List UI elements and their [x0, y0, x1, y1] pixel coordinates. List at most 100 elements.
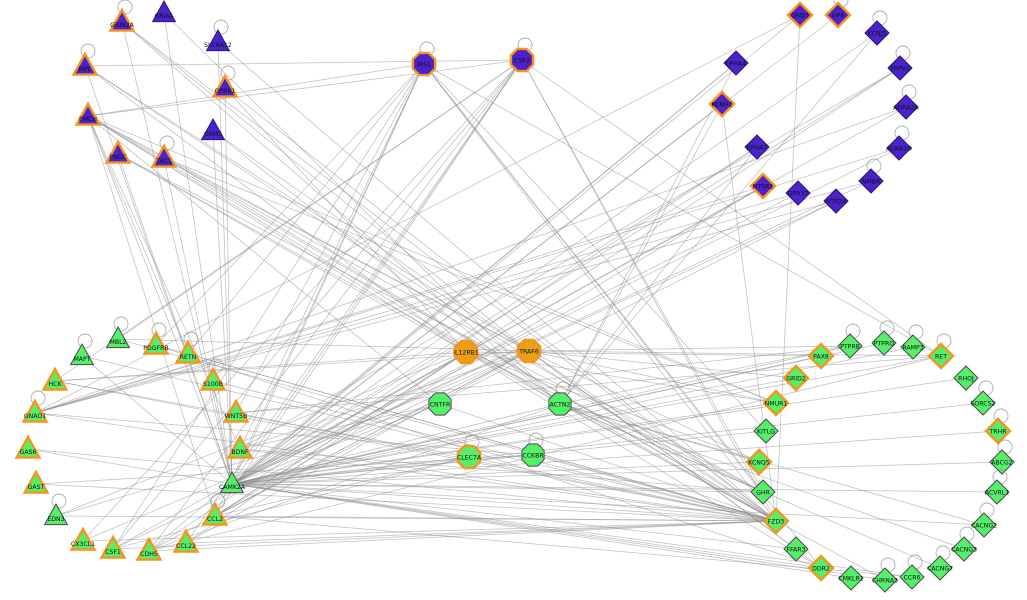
node-DRD3[interactable]: DRD3 — [786, 1, 814, 29]
node-shape-octagon — [548, 392, 572, 416]
node-CACNG2[interactable]: CACNG2 — [971, 502, 997, 538]
node-shape-diamond — [823, 188, 849, 214]
node-CNTFR[interactable]: CNTFR — [428, 392, 452, 416]
node-shape-diamond — [744, 134, 770, 160]
node-RET[interactable]: RET — [927, 333, 955, 370]
node-shape-triangle — [142, 330, 170, 355]
node-CCL22[interactable]: CCL22 — [172, 528, 200, 553]
node-GPR37[interactable]: GPR37 — [785, 180, 811, 206]
node-shape-triangle — [135, 536, 163, 561]
node-IL12RB1[interactable]: IL12RB1 — [453, 339, 479, 365]
node-shape-triangle — [74, 101, 102, 126]
self-loop-icon — [51, 493, 67, 509]
edge-TRAF6-BDNF — [239, 350, 530, 450]
edge-NMBR-GNAO1 — [34, 180, 872, 414]
edge-CDH5-RET — [148, 355, 942, 552]
node-NMBR[interactable]: NMBR — [858, 158, 884, 194]
edge-IL12RB1-DDR2 — [465, 351, 822, 569]
edge-CAMK2A-FZD3 — [231, 483, 777, 522]
node-CCR6[interactable]: CCR6 — [899, 554, 925, 590]
edge-CSF2-FZD3 — [521, 59, 777, 522]
node-CLEC7A[interactable]: CLEC7A — [456, 434, 482, 470]
node-shape-triangle — [104, 139, 132, 164]
node-DDR2[interactable]: DDR2 — [807, 554, 835, 582]
node-HCK[interactable]: HCK — [41, 366, 69, 391]
node-PAX8[interactable]: PAX8 — [807, 342, 835, 370]
node-EPHA4[interactable]: EPHA4 — [723, 50, 749, 76]
node-SLC6A12[interactable]: SLC6A12 — [204, 19, 232, 52]
node-ADRA1D[interactable]: ADRA1D — [886, 125, 912, 161]
node-shape-triangle — [108, 7, 136, 32]
edge-CAMK2A-GHR — [231, 483, 764, 493]
node-MPL[interactable]: MPL — [71, 43, 99, 76]
edge-EPHA7-ACTN2 — [559, 146, 758, 405]
edge-FZD3-CCL2 — [214, 515, 777, 522]
node-HTR2A[interactable]: HTR2A — [823, 188, 849, 214]
edge-PNOC-IL12RB1 — [117, 153, 467, 353]
edge-CLEC7A-CCL2 — [214, 456, 470, 517]
edge-CAMK2A-GRID2 — [231, 377, 797, 485]
edge-ACTN2-GHR — [559, 403, 764, 493]
node-RHOJ[interactable]: RHOJ — [953, 365, 979, 391]
node-CACNG3[interactable]: CACNG3 — [951, 526, 977, 562]
node-shape-triangle — [43, 502, 69, 526]
node-KCNJ5[interactable]: KCNJ5 — [864, 10, 890, 46]
node-KCNH2[interactable]: KCNH2 — [708, 90, 736, 118]
edge-CSF2-CX3CL1 — [82, 59, 523, 542]
node-FFAR3[interactable]: FFAR3 — [783, 536, 809, 562]
node-shape-diamond — [864, 20, 890, 46]
node-PTPRB[interactable]: PTPRB — [837, 323, 863, 359]
node-TRHR[interactable]: TRHR — [984, 408, 1012, 445]
node-GRID2[interactable]: GRID2 — [782, 364, 810, 392]
node-KITLG[interactable]: KITLG — [753, 418, 779, 444]
node-shape-diamond — [951, 536, 977, 562]
node-shape-octagon — [453, 339, 479, 365]
edge-IRS1-KITLG — [423, 63, 767, 432]
edge-CAMK2A-RET — [231, 355, 942, 485]
node-PDGFRB[interactable]: PDGFRB — [142, 322, 170, 355]
node-TRPV1[interactable]: TRPV1 — [887, 45, 913, 81]
node-ACVRL1[interactable]: ACVRL1 — [984, 469, 1010, 505]
edge-PMCH-CAMK2A — [87, 115, 233, 485]
edge-CSF2-RET — [521, 59, 942, 357]
node-TRAF6[interactable]: TRAF6 — [516, 338, 542, 364]
edge-ACTN2-CDH5 — [148, 403, 561, 552]
node-GNAO1[interactable]: GNAO1 — [21, 390, 49, 423]
edge-CSF2-CSF1 — [112, 59, 523, 550]
edge-FZD3-HCK — [54, 380, 777, 522]
node-ABCG2[interactable]: ABCG2 — [989, 439, 1015, 475]
node-CSF2[interactable]: CSF2 — [509, 37, 535, 73]
edge-IRS1-WNT5B — [235, 63, 425, 414]
node-ADRA2A[interactable]: ADRA2A — [893, 84, 919, 120]
node-PMCH[interactable]: PMCH — [74, 101, 102, 126]
self-loop-icon — [113, 316, 129, 332]
node-shape-diamond — [838, 565, 864, 591]
node-NTSR1[interactable]: NTSR1 — [749, 172, 777, 200]
node-GRIA1[interactable]: GRIA1 — [151, 0, 177, 23]
node-GAST[interactable]: GAST — [22, 469, 50, 494]
node-MAPT[interactable]: MAPT — [69, 333, 95, 366]
node-EDN3[interactable]: EDN3 — [43, 493, 69, 526]
node-PTPRO[interactable]: PTPRO — [871, 320, 897, 356]
edge-CSF2-CAMK2A — [231, 59, 523, 485]
edge-ADRA1D-GNAO1 — [34, 147, 900, 414]
node-SORCS2[interactable]: SORCS2 — [970, 380, 996, 416]
edge-CCKBR-GNAO1 — [34, 412, 534, 456]
node-CACNG7[interactable]: CACNG7 — [927, 545, 953, 581]
node-GAS6[interactable]: GAS6 — [14, 434, 42, 459]
edge-TAC1-NMUR1 — [163, 157, 777, 404]
node-PNOC[interactable]: PNOC — [104, 139, 132, 164]
node-shape-triangle — [69, 526, 97, 551]
edge-MPL-FZD3 — [84, 65, 777, 522]
node-IRS1[interactable]: IRS1 — [411, 41, 437, 77]
node-shape-triangle — [226, 434, 254, 459]
node-shape-triangle — [174, 339, 202, 364]
edge-KCNH2-FZD3 — [721, 103, 777, 522]
node-GP6[interactable]: GP6 — [824, 0, 852, 29]
edge-TRAF6-NMUR1 — [528, 350, 777, 404]
edge-TRAF6-FZD3 — [528, 350, 777, 522]
node-FZD3[interactable]: FZD3 — [762, 507, 790, 535]
node-GRIN2A[interactable]: GRIN2A — [108, 0, 136, 32]
